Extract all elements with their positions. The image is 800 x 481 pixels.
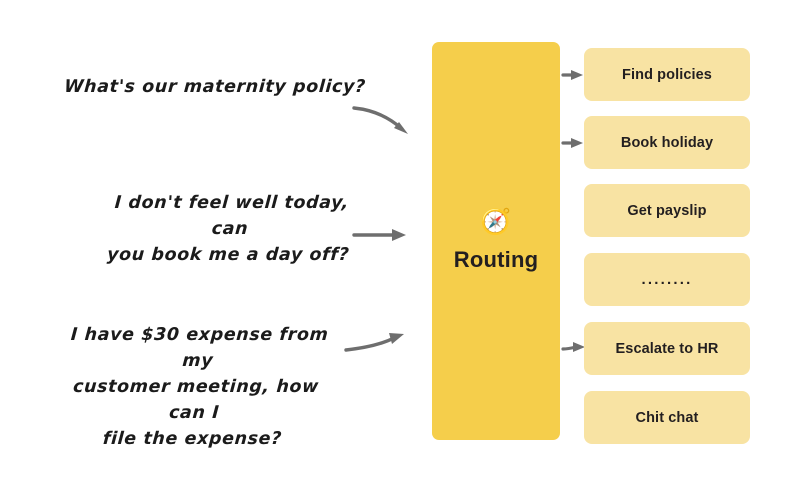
- intent-label: Chit chat: [635, 409, 699, 426]
- intent-label: Book holiday: [620, 134, 714, 151]
- intent-label-ellipsis: ........: [641, 271, 693, 288]
- routing-label: Routing: [453, 246, 539, 272]
- arrow-question-3-to-routing: [344, 333, 404, 352]
- arrow-routing-to-book-holiday: [561, 138, 583, 148]
- compass-icon: 🧭: [480, 207, 512, 236]
- intent-box-book-holiday[interactable]: Book holiday: [584, 116, 750, 169]
- user-question-maternity-policy: What's our maternity policy?: [63, 77, 367, 97]
- arrow-routing-to-find-policies: [561, 70, 583, 80]
- arrow-routing-to-escalate-to-hr: [561, 342, 585, 352]
- user-question-expense-filing: I have $30 expense from my customer meet…: [70, 325, 330, 449]
- arrow-question-1-to-routing: [352, 106, 408, 134]
- routing-box[interactable]: 🧭 Routing: [432, 42, 560, 440]
- intent-box-get-payslip[interactable]: Get payslip: [584, 184, 750, 237]
- intent-label: Escalate to HR: [615, 340, 719, 357]
- user-question-sick-day-off: I don't feel well today, can you book me…: [106, 193, 351, 265]
- intent-box-chit-chat[interactable]: Chit chat: [584, 391, 750, 444]
- intent-label: Find policies: [622, 66, 712, 83]
- intent-box-more-intents[interactable]: ........: [584, 253, 750, 306]
- intent-box-find-policies[interactable]: Find policies: [584, 48, 750, 101]
- intent-box-escalate-to-hr[interactable]: Escalate to HR: [584, 322, 750, 375]
- intent-label: Get payslip: [627, 202, 707, 219]
- arrow-question-2-to-routing: [352, 229, 406, 241]
